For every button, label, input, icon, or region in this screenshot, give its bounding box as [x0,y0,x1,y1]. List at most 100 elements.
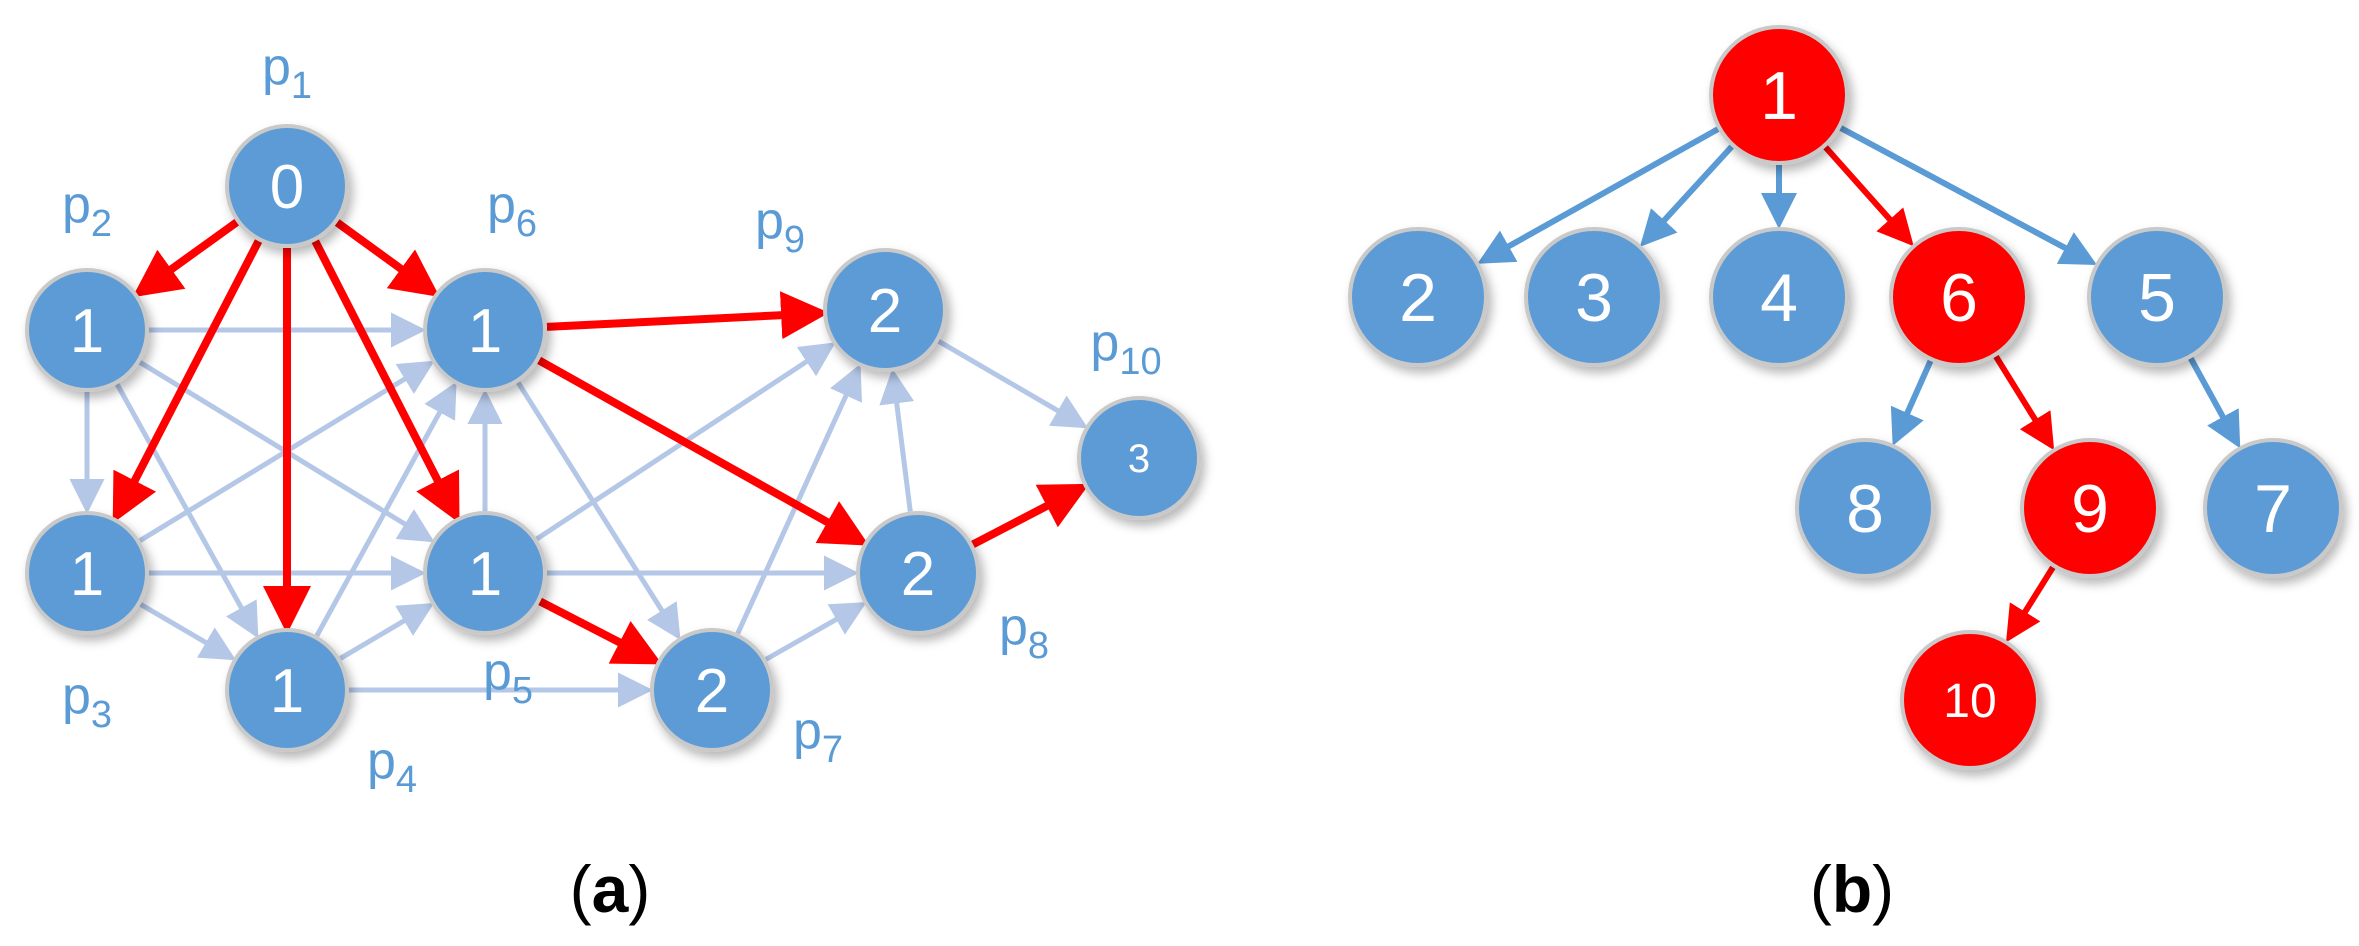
edge-p8-p9 [879,368,915,512]
node-value: 0 [270,153,304,222]
edge-p5-p7 [538,597,663,665]
node-p6: 1 [423,268,547,392]
node-p4: 1 [225,628,349,752]
label-p3: p3 [62,667,112,736]
edge-p7-p8 [764,602,867,662]
node-value: 1 [468,297,502,366]
node-circle [225,124,349,248]
tree-node-t2: 2 [1348,227,1488,367]
panel-a-caption: (a) [570,852,651,926]
node-circle [225,628,349,752]
node-value: 2 [695,657,729,726]
node-value: 2 [901,540,935,609]
node-circle [25,511,149,635]
node-p2: 1 [25,268,149,392]
tree-node-circle [1900,630,2040,770]
label-p5: p5 [483,643,533,712]
edge-p6-p9 [546,291,830,340]
tree-node-circle [1795,438,1935,578]
node-p1: 0 [225,124,349,248]
node-value: 1 [270,657,304,726]
tree-edge-t6-t9 [1993,354,2055,451]
edge-p6-p8 [537,356,870,546]
tree-node-value: 1 [1760,58,1798,134]
node-p8: 2 [856,511,980,635]
tree-edge-t1-t3 [1639,144,1734,247]
tree-node-circle [1709,25,1849,165]
tree-node-t6: 6 [1889,227,2029,367]
label-p1: p1 [262,38,312,107]
edge-p2-p4 [114,382,259,639]
node-p10: 3 [1077,396,1201,520]
edge-p8-p10 [971,483,1090,548]
tree-node-t4: 4 [1709,227,1849,367]
tree-node-t3: 3 [1524,227,1664,367]
tree-node-value: 9 [2071,471,2109,547]
tree-node-t9: 9 [2020,438,2160,578]
edge-p4-p6 [314,381,457,637]
node-circle [25,268,149,392]
node-value: 1 [468,540,502,609]
label-p2: p2 [62,176,112,245]
tree-node-circle [2087,227,2227,367]
tree-edge-t5-t7 [2188,356,2241,449]
node-p5: 1 [423,511,547,635]
tree-edge-t1-t2 [1477,126,1720,264]
label-p6: p6 [487,176,537,245]
edge-p6-p7 [515,381,681,641]
edge-p3-p4 [139,602,237,661]
tree-node-t1: 1 [1709,25,1849,165]
tree-node-value: 3 [1575,260,1613,336]
node-circle [1077,396,1201,520]
node-circle [856,511,980,635]
tree-node-t10: 10 [1900,630,2040,770]
edge-p4-p5 [339,603,435,661]
panel-a-nodes: 0 1 1 1 1 1 2 2 2 3 [25,124,1201,752]
edge-p1-p2 [132,218,240,298]
node-circle [423,268,547,392]
tree-node-value: 8 [1846,471,1884,547]
tree-node-t8: 8 [1795,438,1935,578]
tree-node-circle [2203,438,2343,578]
label-p9: p9 [755,192,805,261]
tree-node-circle [1524,227,1664,367]
tree-node-value: 5 [2138,260,2176,336]
edge-p1-p5 [311,239,460,524]
node-value: 1 [70,540,104,609]
node-p9: 2 [823,248,947,372]
tree-node-circle [1889,227,2029,367]
panel-b-nodes: 1 2 3 4 6 5 8 9 7 10 [1348,25,2343,770]
node-circle [423,511,547,635]
edge-p9-p10 [937,339,1089,429]
label-p4: p4 [367,732,417,801]
edge-p1-p3 [112,239,263,524]
tree-node-circle [2020,438,2160,578]
tree-node-circle [1348,227,1488,367]
node-p3: 1 [25,511,149,635]
edge-p7-p9 [735,363,862,635]
panel-a-graph: 0 1 1 1 1 1 2 2 2 3 p1 p2 p3 p4 p5 p6 p7 p8 p9 p10 (a) [25,38,1201,926]
label-p10: p10 [1090,314,1161,383]
tree-edge-t6-t8 [1890,359,1934,446]
label-p7: p7 [793,702,843,771]
tree-node-t5: 5 [2087,227,2227,367]
tree-node-value: 7 [2254,471,2292,547]
tree-node-value: 2 [1399,260,1437,336]
tree-node-value: 6 [1940,260,1978,336]
node-value: 3 [1128,437,1150,481]
node-circle [650,628,774,752]
panel-b-edges [1477,125,2241,643]
node-circle [823,248,947,372]
tree-edge-t1-t5 [1839,125,2098,265]
tree-node-circle [1709,227,1849,367]
panel-a-highlight-edges [112,218,1090,665]
tree-node-value: 4 [1760,260,1798,336]
label-p8: p8 [999,598,1049,667]
tree-node-value: 10 [1943,675,1996,728]
tree-node-t7: 7 [2203,438,2343,578]
node-p7: 2 [650,628,774,752]
tree-edge-t1-t6 [1823,145,1914,247]
node-value: 2 [868,277,902,346]
